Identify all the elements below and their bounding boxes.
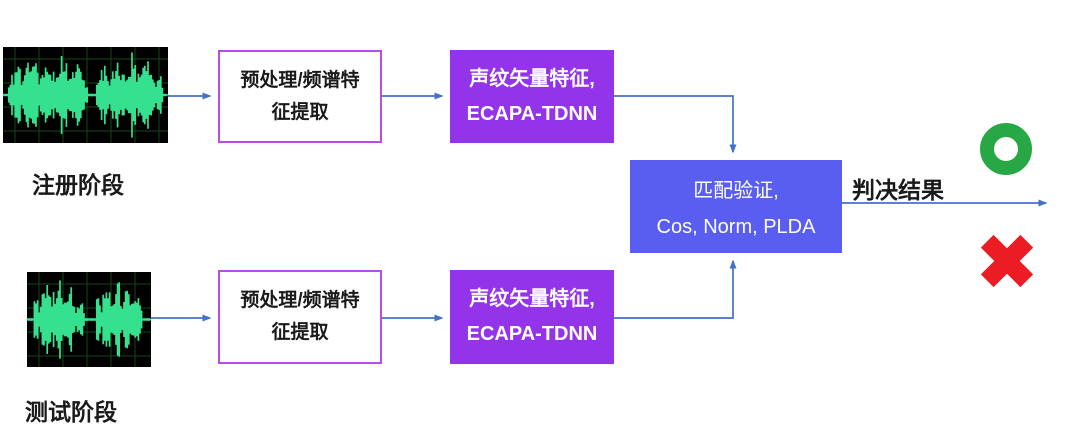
arrow-enroll-embedding-to-matching [614,95,737,154]
test-embedding-line1: 声纹矢量特征, [469,288,595,310]
test-stage-label: 测试阶段 [25,399,117,425]
test-preprocess-line2: 征提取 [271,322,329,343]
matching-box: 匹配验证, Cos, Norm, PLDA [630,160,842,253]
matching-line2: Cos, Norm, PLDA [656,216,816,239]
test-preprocess-box: 预处理/频谱特 征提取 [218,270,382,364]
enroll-waveform-icon [3,47,168,143]
reject-cross-icon [980,234,1034,288]
enroll-preprocess-line1: 预处理/频谱特 [240,69,360,91]
accept-ring-icon [980,123,1032,175]
enroll-preprocess-line2: 征提取 [271,101,329,123]
test-embedding-line2: ECAPA-TDNN [466,323,598,345]
matching-line1: 匹配验证, [693,179,779,202]
test-waveform-icon [27,272,151,367]
enroll-preprocess-box: 预处理/频谱特 征提取 [218,50,382,143]
enroll-stage-label: 注册阶段 [32,172,124,198]
enroll-embedding-box: 声纹矢量特征, ECAPA-TDNN [450,50,614,143]
test-preprocess-line1: 预处理/频谱特 [240,290,360,311]
result-label: 判决结果 [852,177,944,203]
test-embedding-box: 声纹矢量特征, ECAPA-TDNN [450,270,614,364]
arrow-test-embedding-to-matching [614,259,737,319]
enroll-embedding-line1: 声纹矢量特征, [469,67,595,90]
enroll-embedding-line2: ECAPA-TDNN [466,102,598,125]
